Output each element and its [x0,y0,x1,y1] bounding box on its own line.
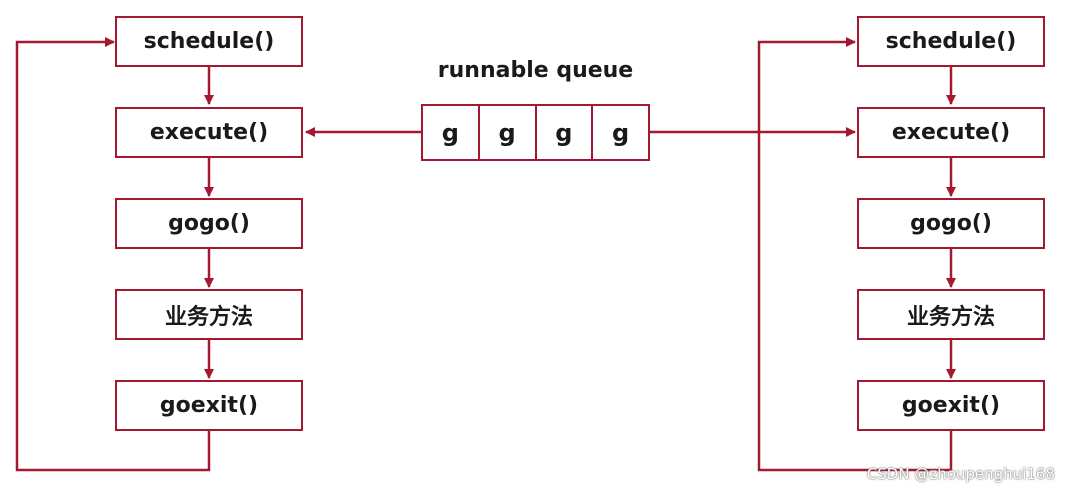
queue-title: runnable queue [437,58,634,83]
runnable-queue: g g g g [421,104,650,161]
watermark: CSDN @zhoupenghui168 [866,465,1055,483]
left-execute-box: execute() [115,107,303,158]
left-business-method-box: 业务方法 [115,289,303,340]
right-gogo-box: gogo() [857,198,1045,249]
right-goexit-box: goexit() [857,380,1045,431]
left-gogo-box: gogo() [115,198,303,249]
queue-cell-g: g [537,106,594,159]
queue-cell-g: g [612,118,630,147]
left-loop-back [15,37,211,472]
queue-cell-g: g [480,106,537,159]
left-schedule-box: schedule() [115,16,303,67]
right-execute-box: execute() [857,107,1045,158]
right-business-method-box: 业务方法 [857,289,1045,340]
right-schedule-box: schedule() [857,16,1045,67]
queue-cell-g: g [423,106,480,159]
right-loop-back [757,37,953,472]
left-goexit-box: goexit() [115,380,303,431]
